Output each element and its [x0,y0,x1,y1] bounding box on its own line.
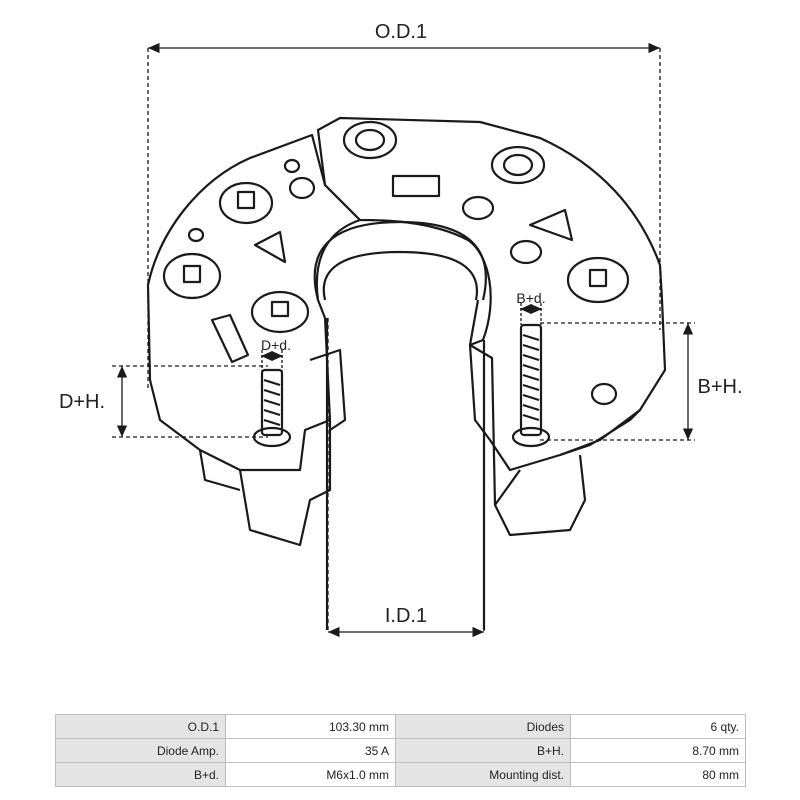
dh-label: D+H. [59,391,105,413]
bh-label: B+H. [697,376,742,398]
table-row: Diode Amp. 35 A B+H. 8.70 mm [55,738,746,763]
bd-label: B+d. [516,290,545,306]
table-row: B+d. M6x1.0 mm Mounting dist. 80 mm [55,762,746,787]
od1-label: O.D.1 [375,21,427,43]
dd-label: D+d. [261,337,291,353]
spec-label: Diode Amp. [55,738,226,763]
spec-value: 8.70 mm [570,738,746,763]
id1-label: I.D.1 [385,605,427,627]
spec-value: 103.30 mm [225,714,396,739]
spec-label: Mounting dist. [395,762,571,787]
spec-value: 80 mm [570,762,746,787]
rectifier-technical-drawing: O.D.1 I.D.1 D+H. D+d. B+H. B+d. [59,21,743,638]
spec-table: O.D.1 103.30 mm Diodes 6 qty. Diode Amp.… [55,714,746,787]
spec-label: B+d. [55,762,226,787]
spec-value: 35 A [225,738,396,763]
spec-label: B+H. [395,738,571,763]
spec-label: O.D.1 [55,714,226,739]
rectifier-body [146,116,667,630]
dimension-lines [112,42,695,638]
table-row: O.D.1 103.30 mm Diodes 6 qty. [55,714,746,739]
spec-value: M6x1.0 mm [225,762,396,787]
spec-label: Diodes [395,714,571,739]
spec-value: 6 qty. [570,714,746,739]
